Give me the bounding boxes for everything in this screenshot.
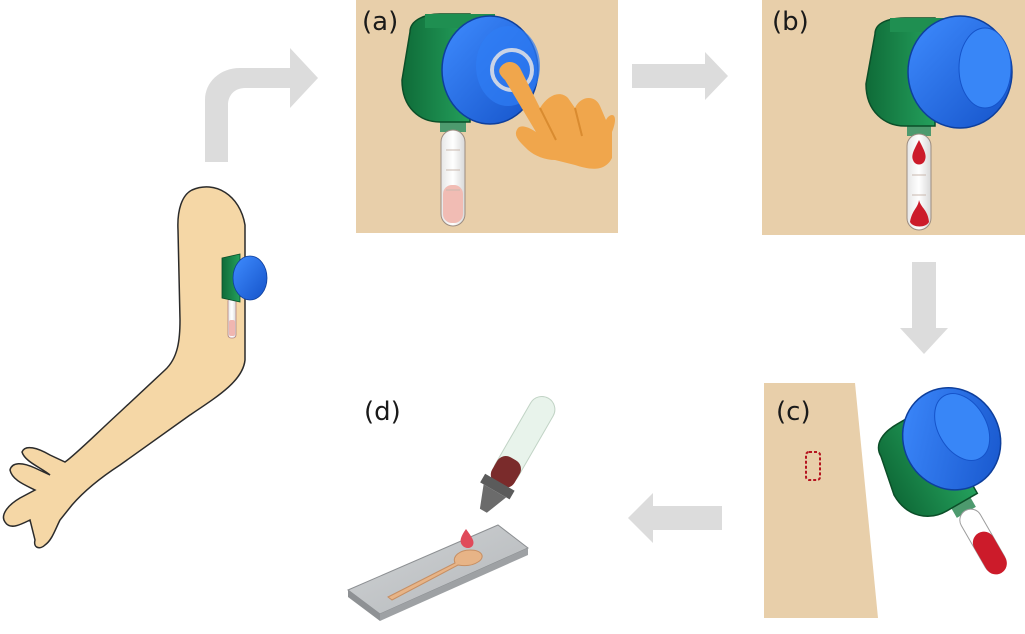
blood-pool — [910, 200, 929, 227]
panel-a-label: (a) — [362, 7, 398, 37]
skin-patch — [764, 383, 878, 618]
blood-drop-icon — [912, 140, 926, 165]
arm-device — [221, 253, 268, 339]
flow-arrow-up-right — [205, 48, 318, 162]
blood-tube-d — [479, 395, 556, 513]
panel-c-label: (c) — [776, 397, 811, 427]
blood-tube-b — [906, 122, 932, 231]
finger-press-hand-icon — [499, 62, 616, 169]
microscope-slide-icon — [347, 524, 529, 621]
panel-b: (b) — [762, 0, 1025, 235]
blood-collection-device-b — [865, 15, 1013, 129]
panel-b-label: (b) — [772, 7, 809, 37]
panel-d-label: (d) — [364, 397, 401, 427]
skin-mark-icon — [805, 451, 821, 481]
blood-droplet-icon — [460, 529, 474, 548]
panel-d: (d) — [347, 395, 556, 621]
flow-arrow-a-to-b — [632, 52, 728, 100]
blood-collection-device-c — [877, 387, 1007, 575]
flow-arrow-b-to-c — [900, 262, 948, 354]
panel-a: (a) — [356, 0, 618, 233]
flow-arrow-c-to-d — [628, 493, 722, 543]
blood-tube-a — [440, 118, 466, 227]
arm-silhouette — [2, 186, 246, 549]
arm — [2, 186, 268, 549]
smear-groove — [387, 549, 483, 601]
panel-c: (c) — [764, 383, 1007, 618]
